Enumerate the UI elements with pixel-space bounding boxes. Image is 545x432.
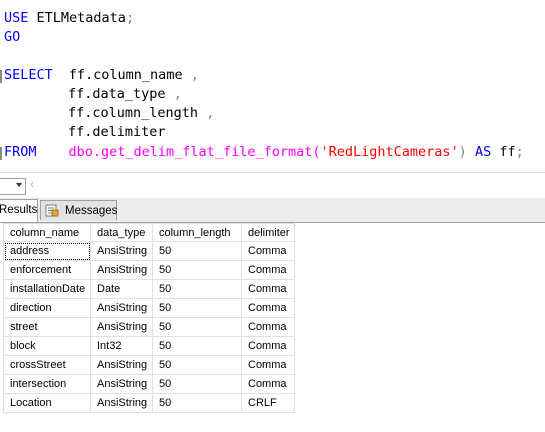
code-line-5[interactable]: ff.data_type , [68, 85, 182, 104]
column-header[interactable]: column_length [152, 223, 242, 242]
semicolon: ; [515, 144, 524, 160]
grid-cell[interactable]: 50 [152, 298, 242, 318]
grid-cell[interactable]: AnsiString [90, 317, 153, 337]
zoom-dropdown[interactable] [0, 178, 26, 195]
grid-cell[interactable]: 50 [152, 393, 242, 413]
grid-cell[interactable]: Comma [241, 260, 295, 280]
grid-cell[interactable]: 50 [152, 260, 242, 280]
alias: ff [499, 144, 516, 160]
fold-marker[interactable] [0, 70, 2, 83]
grid-cell[interactable]: Comma [241, 241, 295, 261]
keyword-use: USE [4, 10, 29, 26]
column-header[interactable]: column_name [3, 223, 91, 242]
code-line-4[interactable]: SELECT ff.column_name , [4, 66, 199, 85]
chevron-down-icon [16, 183, 22, 187]
code-line-1[interactable]: USE ETLMetadata; [4, 9, 134, 28]
grid-cell[interactable]: 50 [152, 374, 242, 394]
keyword-from: FROM [4, 144, 37, 160]
grid-cell[interactable]: address [3, 241, 91, 261]
grid-cell[interactable]: Comma [241, 355, 295, 375]
editor-status-strip: ‹ [0, 172, 545, 199]
tab-results-label: Results [0, 204, 38, 216]
grid-cell[interactable]: Comma [241, 374, 295, 394]
grid-cell[interactable]: 50 [152, 317, 242, 337]
grid-cell[interactable]: AnsiString [90, 393, 153, 413]
close-paren: ) [458, 144, 467, 160]
grid-cell[interactable]: AnsiString [90, 298, 153, 318]
select-column-4: ff.delimiter [68, 124, 166, 140]
keyword-go: GO [4, 29, 21, 45]
grid-cell[interactable]: direction [3, 298, 91, 318]
code-line-8[interactable]: FROM dbo.get_delim_flat_file_format('RedL… [4, 143, 524, 162]
code-line-7[interactable]: ff.delimiter [68, 123, 166, 142]
select-column-1: ff.column_name [68, 67, 183, 83]
grid-cell[interactable]: Int32 [90, 336, 153, 356]
code-line-6[interactable]: ff.column_length , [68, 104, 214, 123]
grid-cell[interactable]: 50 [152, 241, 242, 261]
grid-header-row: column_name data_type column_length deli… [3, 223, 295, 242]
semicolon: ; [125, 10, 135, 26]
grid-cell[interactable]: intersection [3, 374, 91, 394]
function-name: dbo.get_delim_flat_file_format( [68, 144, 321, 160]
grid-cell[interactable]: installationDate [3, 279, 91, 299]
grid-cell[interactable]: enforcement [3, 260, 91, 280]
sql-editor[interactable]: USE ETLMetadata; GO SELECT ff.column_name… [0, 0, 545, 172]
grid-cell[interactable]: AnsiString [90, 241, 153, 261]
grid-cell[interactable]: AnsiString [90, 355, 153, 375]
grid-cell[interactable]: Comma [241, 298, 295, 318]
scroll-left-icon[interactable]: ‹ [30, 177, 34, 191]
results-tab-bar: Results Messages [0, 198, 545, 223]
grid-cell[interactable]: street [3, 317, 91, 337]
comma: , [190, 67, 199, 83]
tab-messages[interactable]: Messages [40, 200, 117, 220]
messages-icon [45, 204, 59, 217]
grid-cell[interactable]: Date [90, 279, 153, 299]
keyword-select: SELECT [4, 67, 53, 83]
grid-cell[interactable]: 50 [152, 336, 242, 356]
tab-results[interactable]: Results [0, 199, 38, 222]
results-grid[interactable]: column_name data_type column_length deli… [3, 223, 295, 413]
select-column-2: ff.data_type [68, 86, 166, 102]
comma: , [173, 86, 182, 102]
column-header[interactable]: delimiter [241, 223, 295, 242]
grid-cell[interactable]: Comma [241, 336, 295, 356]
grid-cell[interactable]: Comma [241, 279, 295, 299]
fold-marker[interactable] [0, 147, 2, 160]
grid-cell[interactable]: 50 [152, 279, 242, 299]
grid-cell[interactable]: crossStreet [3, 355, 91, 375]
grid-cell[interactable]: AnsiString [90, 260, 153, 280]
grid-cell[interactable]: 50 [152, 355, 242, 375]
keyword-as: AS [474, 144, 492, 160]
grid-cell[interactable]: block [3, 336, 91, 356]
select-column-3: ff.column_length [68, 105, 199, 121]
string-argument: 'RedLightCameras' [320, 144, 459, 160]
grid-cell[interactable]: Location [3, 393, 91, 413]
grid-cell[interactable]: Comma [241, 317, 295, 337]
code-line-2[interactable]: GO [4, 28, 20, 47]
database-name: ETLMetadata [36, 10, 126, 26]
tab-messages-label: Messages [65, 205, 118, 217]
comma: , [206, 105, 215, 121]
grid-cell[interactable]: AnsiString [90, 374, 153, 394]
grid-cell[interactable]: CRLF [241, 393, 295, 413]
column-header[interactable]: data_type [90, 223, 153, 242]
